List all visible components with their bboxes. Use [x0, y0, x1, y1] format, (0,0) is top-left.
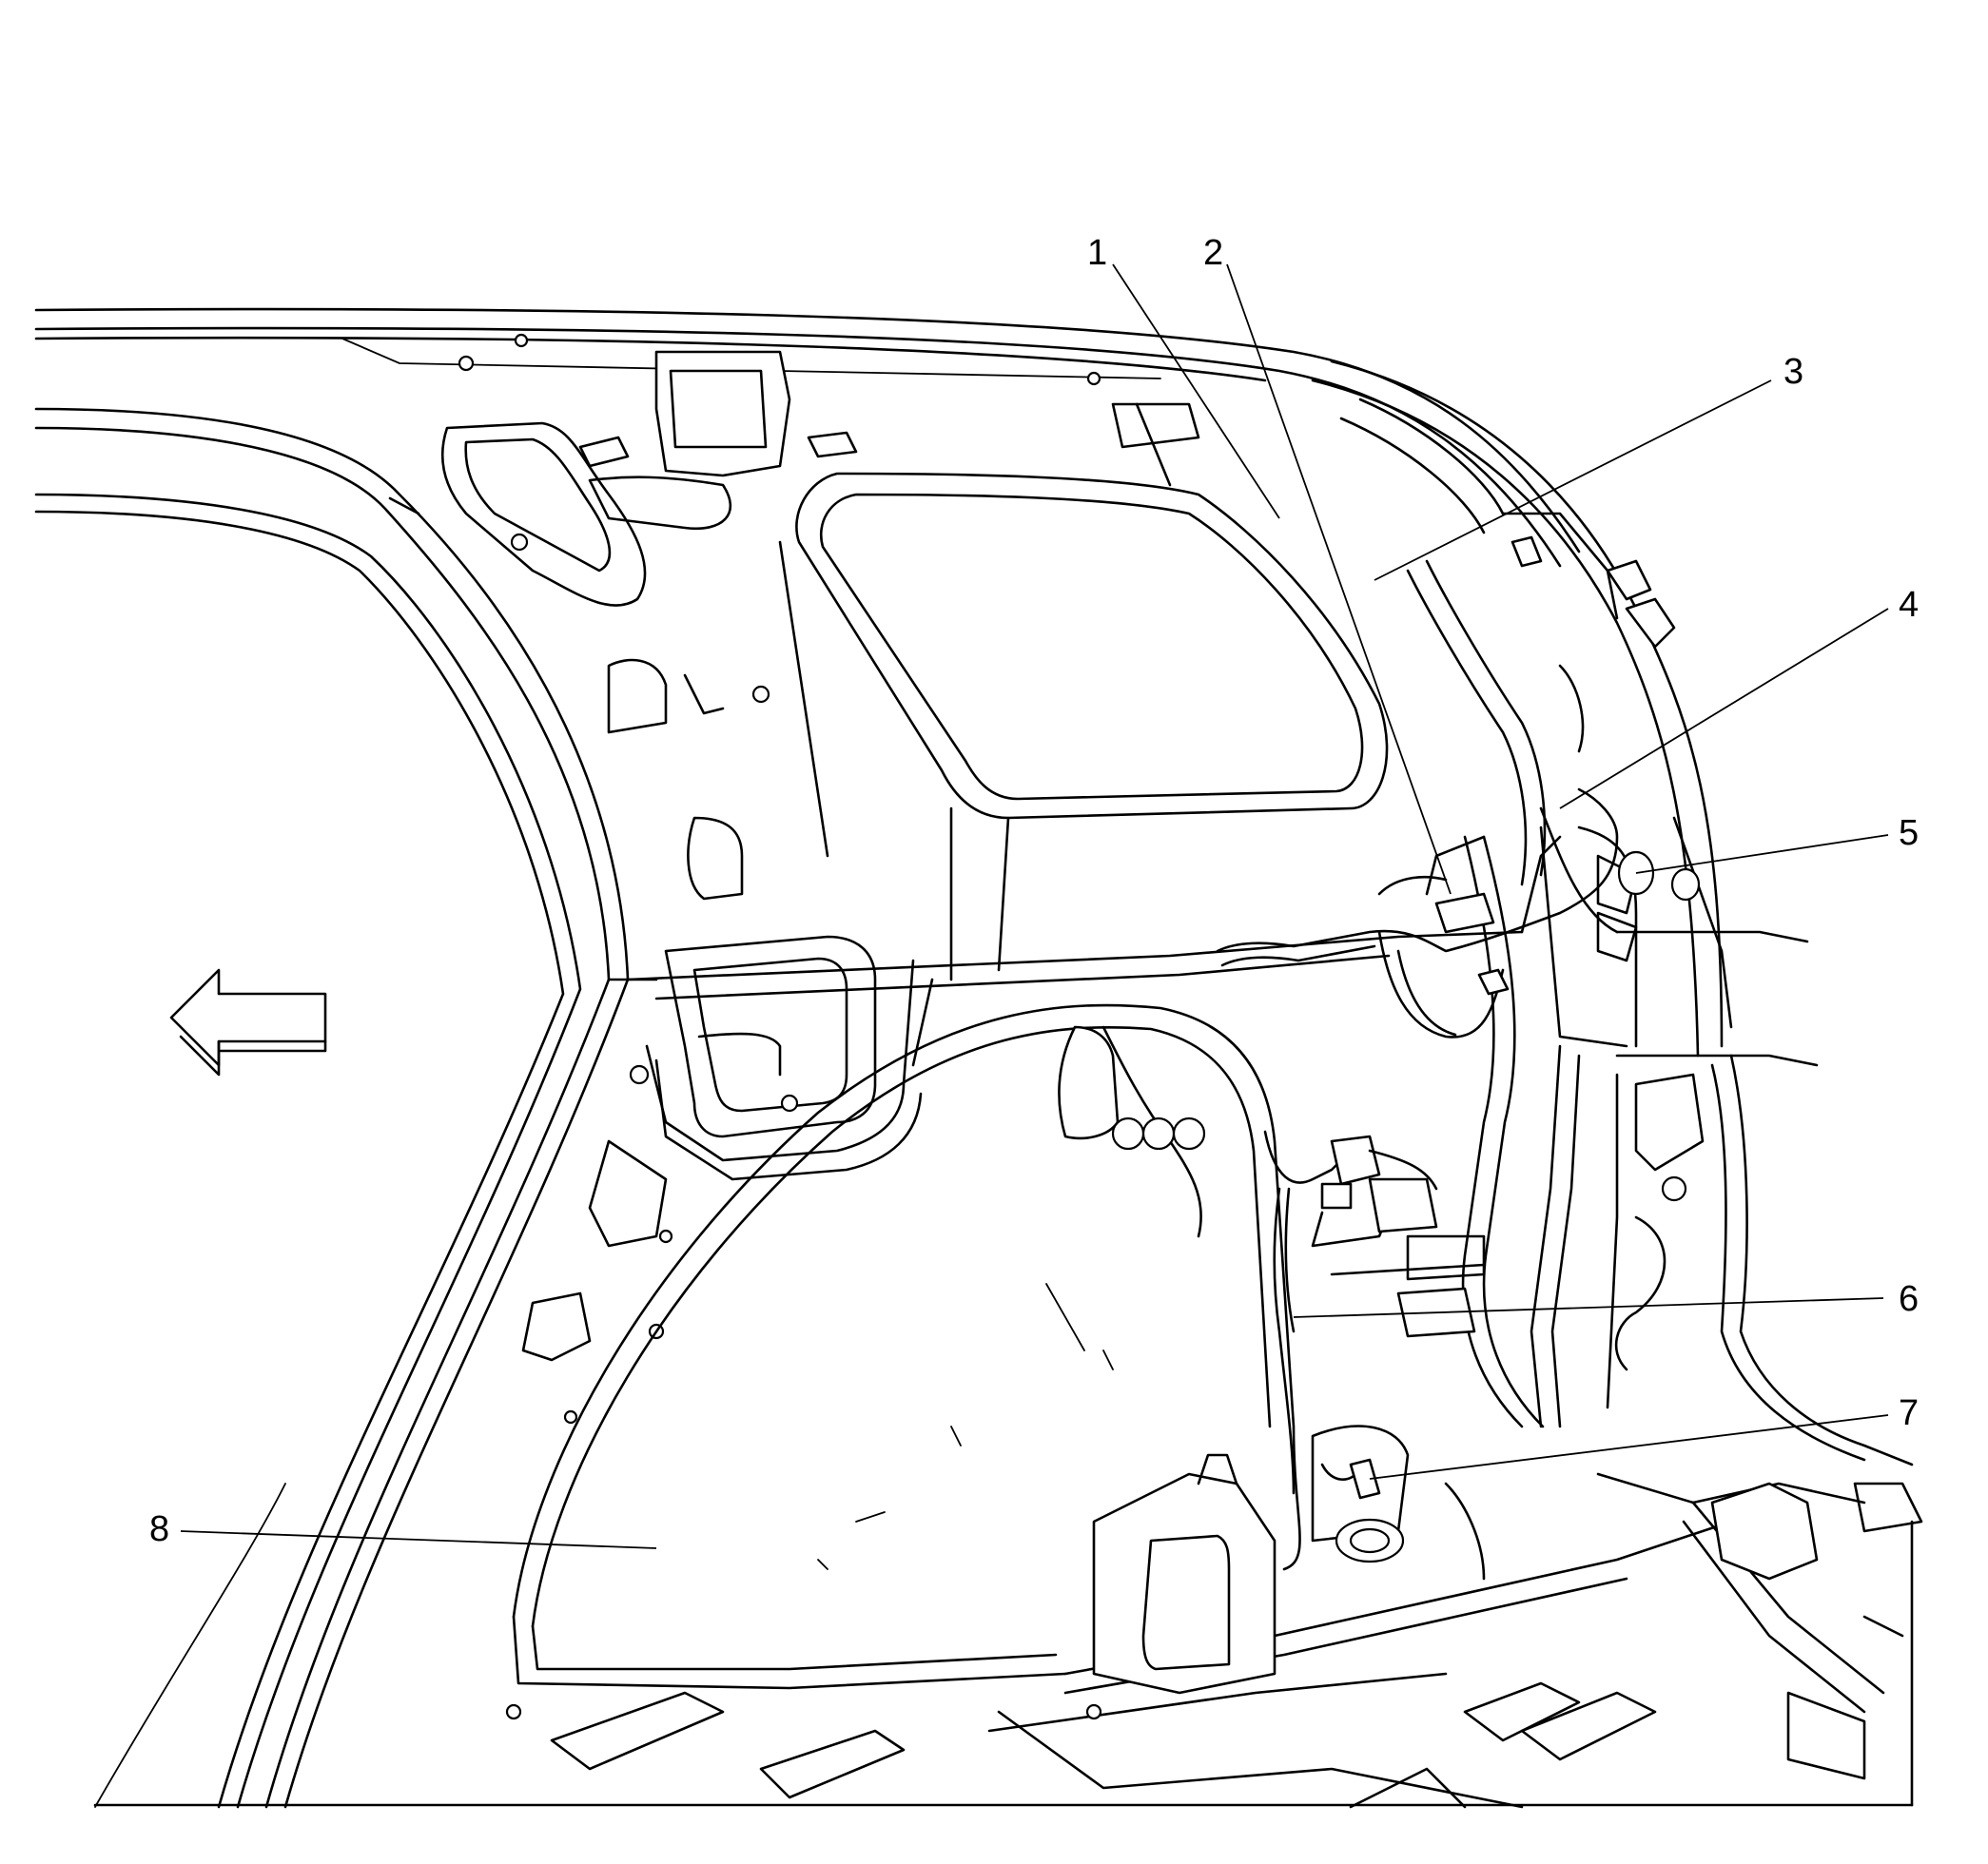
- wheelhouse: [512, 1003, 1301, 1690]
- leader-5: [1635, 834, 1889, 874]
- quarter-window-opening: [778, 402, 1389, 981]
- callout-1: 1: [1087, 233, 1107, 273]
- leader-4: [1559, 608, 1889, 809]
- leader-2: [1226, 263, 1452, 895]
- callout-2: 2: [1203, 233, 1223, 273]
- callout-labels: 1 2 3 4 5 6 7 8: [149, 233, 1919, 1549]
- callout-8: 8: [149, 1509, 169, 1549]
- leader-7: [1369, 1414, 1889, 1480]
- forward-arrow-icon: [169, 968, 327, 1077]
- callout-5: 5: [1899, 813, 1919, 853]
- callout-7: 7: [1899, 1393, 1919, 1433]
- rear-floor: [93, 1425, 1923, 1809]
- callout-3: 3: [1783, 352, 1803, 392]
- leader-3: [1374, 379, 1772, 581]
- callout-4: 4: [1899, 585, 1919, 625]
- roof-rail: [34, 307, 1581, 568]
- upper-inner-panel: [440, 333, 1101, 901]
- wiring-harness: [1216, 787, 1619, 1500]
- lower-pocket: [521, 935, 923, 1425]
- callout-6: 6: [1899, 1279, 1919, 1319]
- door-opening-edge: [34, 407, 658, 1809]
- leader-1: [1112, 263, 1280, 519]
- leader-6: [1293, 1297, 1884, 1318]
- leader-lines: [180, 263, 1889, 1549]
- leader-8: [180, 1530, 657, 1549]
